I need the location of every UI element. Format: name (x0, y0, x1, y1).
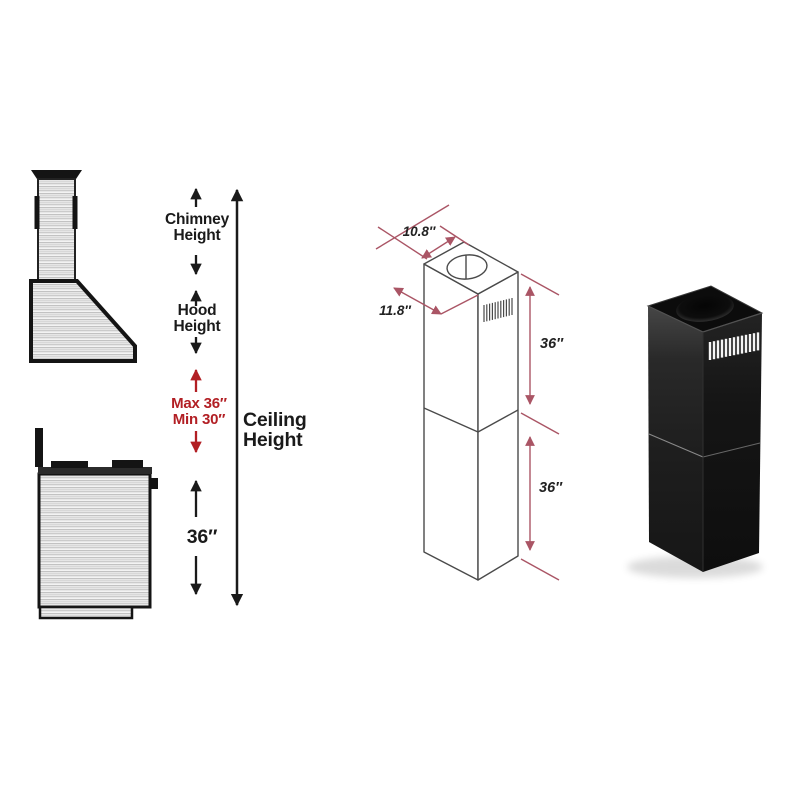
clearance-range-label: Max 36″ Min 30″ (153, 396, 245, 427)
range-clearance-value: 36″ (186, 526, 218, 548)
dimension-upper-section-height: 36″ (540, 336, 564, 352)
drawing-vent-slots (483, 298, 513, 322)
chimney-extension-drawing (423, 241, 519, 581)
hood-height-label: Hood Height (153, 303, 241, 335)
clearance-max: Max 36″ (171, 395, 227, 412)
hood-height-line1: Hood (177, 302, 217, 319)
ceiling-height-line1: Ceiling (243, 409, 307, 431)
drawing-dimension-lines (375, 204, 560, 581)
dimension-top-width: 11.8″ (379, 303, 411, 318)
range-hood-illustration (29, 170, 137, 363)
chimney-height-line2: Height (173, 227, 221, 244)
range-clearance-label: 36″ (178, 526, 226, 549)
hood-height-line2: Height (173, 318, 221, 335)
ceiling-height-line2: Height (243, 429, 303, 451)
product-photo-black-chimney-extension (627, 285, 764, 578)
dimension-top-depth: 10.8″ (402, 224, 436, 239)
clearance-min: Min 30″ (172, 410, 226, 428)
product-vent-slots (708, 332, 760, 360)
ceiling-height-label: Ceiling Height (243, 410, 323, 450)
range-illustration (35, 428, 158, 620)
chimney-height-label: Chimney Height (153, 212, 241, 244)
dimension-lower-section-height: 36″ (539, 480, 563, 496)
chimney-height-line1: Chimney (164, 211, 230, 228)
